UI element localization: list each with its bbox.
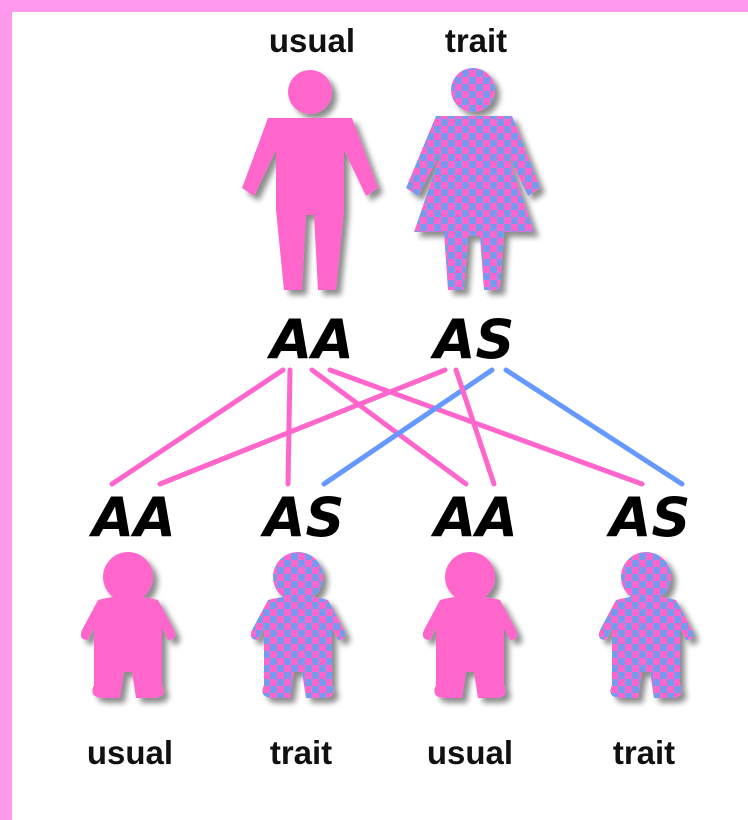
child3-genotype: AA	[430, 486, 518, 549]
line-mother-child4	[503, 367, 685, 487]
line-father-child4	[327, 367, 645, 487]
parent-genotype-aa: AA	[266, 308, 354, 371]
child3-figure	[422, 552, 518, 698]
child1-figure	[80, 552, 176, 698]
child3-label: usual	[427, 734, 513, 771]
child4-figure	[598, 552, 694, 698]
line-father-child1	[109, 367, 286, 487]
child2-figure	[250, 552, 346, 698]
child4-genotype: AS	[606, 486, 691, 549]
parent-label-trait: trait	[445, 22, 507, 59]
line-father-child2	[285, 367, 293, 487]
line-mother-child1	[157, 367, 448, 487]
child2-label: trait	[270, 734, 332, 771]
line-father-child3	[309, 367, 469, 487]
child2-genotype: AS	[260, 486, 345, 549]
inheritance-lines	[109, 367, 685, 487]
parent-label-usual: usual	[269, 22, 355, 59]
child1-label: usual	[87, 734, 173, 771]
child4-label: trait	[613, 734, 675, 771]
parent-genotype-as: AS	[430, 308, 515, 371]
child1-genotype: AA	[88, 486, 176, 549]
mother-figure	[406, 68, 540, 290]
line-mother-child3	[453, 367, 497, 487]
father-figure	[242, 70, 378, 290]
